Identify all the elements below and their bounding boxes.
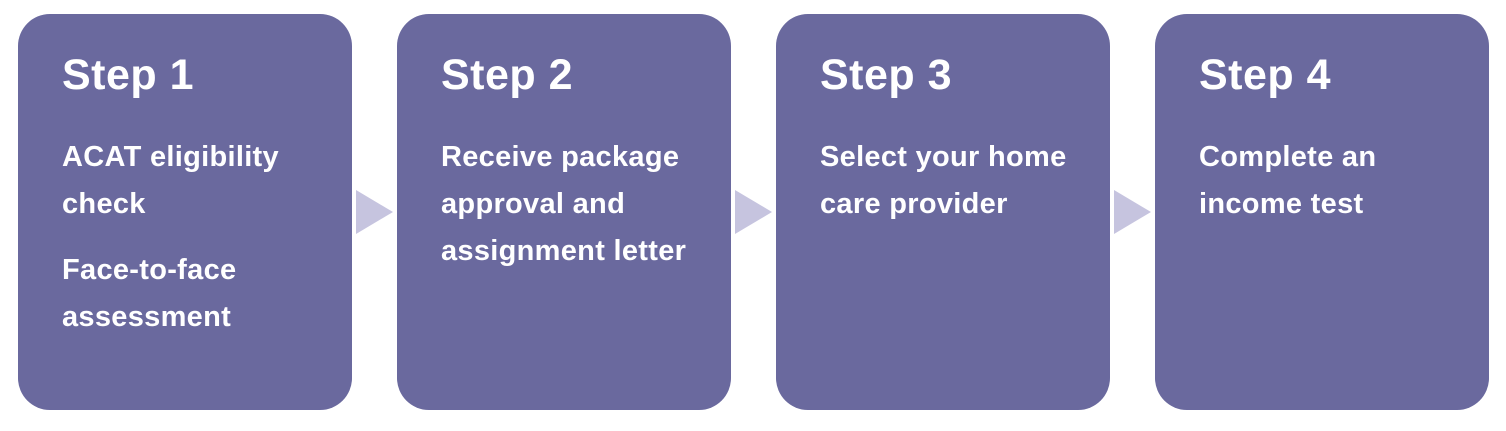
step-4-heading: Step 4: [1199, 51, 1332, 99]
step-1-description: ACAT eligibility check: [62, 140, 279, 220]
step-2-heading: Step 2: [441, 51, 574, 99]
arrow-gap: [352, 14, 397, 410]
step-card-1: Step 1 ACAT eligibility check Face-to-fa…: [18, 14, 352, 410]
arrow-right-icon: [1114, 190, 1151, 234]
arrow-right-icon: [735, 190, 772, 234]
step-2-description: Receive package approval and assignment …: [441, 140, 687, 267]
arrow-gap: [1110, 14, 1155, 410]
step-1-description: Face-to-face assessment: [62, 253, 237, 333]
arrow-gap: [731, 14, 776, 410]
step-3-description: Select your home care provider: [820, 140, 1067, 220]
arrow-right-icon: [356, 190, 393, 234]
step-3-heading: Step 3: [820, 51, 953, 99]
step-card-2: Step 2 Receive package approval and assi…: [397, 14, 731, 410]
step-1-heading: Step 1: [62, 51, 195, 99]
step-4-description: Complete an income test: [1199, 140, 1377, 220]
step-card-3: Step 3 Select your home care provider: [776, 14, 1110, 410]
step-card-4: Step 4 Complete an income test: [1155, 14, 1489, 410]
